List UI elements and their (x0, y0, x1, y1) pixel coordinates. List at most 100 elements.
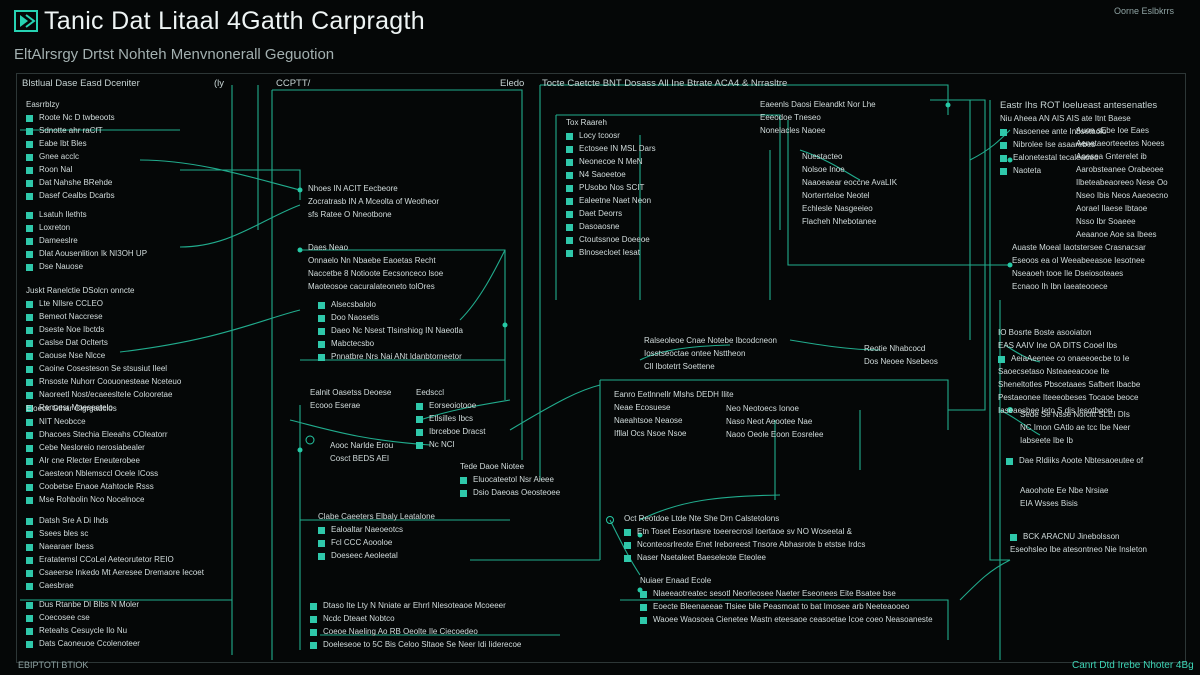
checkbox-icon[interactable] (416, 428, 423, 436)
list-item[interactable]: Csaeerse Inkedo Mt Aeresee Dremaore Ieco… (26, 568, 204, 578)
node-row[interactable]: Etn Toset Eesortasre toeerecrosl Ioertao… (624, 527, 865, 537)
checkbox-icon[interactable] (318, 327, 325, 335)
checkbox-icon[interactable] (26, 640, 33, 648)
list-item[interactable]: Dameeslre (26, 236, 147, 246)
checkbox-icon[interactable] (1006, 457, 1013, 465)
checkbox-icon[interactable] (640, 590, 647, 598)
checkbox-icon[interactable] (460, 489, 467, 497)
node-row[interactable]: Eluocateetol Nsr Aieee (460, 475, 560, 485)
list-item[interactable]: Dae Rldiiks Aoote Nbtesaoeutee of (1006, 456, 1143, 466)
checkbox-icon[interactable] (318, 526, 325, 534)
list-item[interactable]: Naearaer Ibess (26, 542, 204, 552)
node-row[interactable]: Daeo Nc Nsest Tlsinshiog IN Naeotla (318, 326, 463, 336)
checkbox-icon[interactable] (26, 444, 33, 452)
list-item[interactable]: Nibrolee Ise asaarebes (1000, 140, 1131, 150)
checkbox-icon[interactable] (640, 616, 647, 624)
checkbox-icon[interactable] (26, 166, 33, 174)
checkbox-icon[interactable] (1000, 141, 1007, 149)
checkbox-icon[interactable] (566, 236, 573, 244)
node-row[interactable]: Etlsilles Ibcs (416, 414, 485, 424)
checkbox-icon[interactable] (624, 528, 631, 536)
node-row[interactable]: Alsecsbalolo (318, 300, 463, 310)
checkbox-icon[interactable] (26, 614, 33, 622)
list-item[interactable]: Bemeot Naccrese (26, 312, 181, 322)
node-row[interactable]: Ealeetne Naet Neon (566, 196, 656, 206)
list-item[interactable]: Dse Nauose (26, 262, 147, 272)
checkbox-icon[interactable] (416, 402, 423, 410)
list-item[interactable]: Sdnotte ahr raCfT (26, 126, 115, 136)
list-item[interactable]: Eabe Ibt Bles (26, 139, 115, 149)
checkbox-icon[interactable] (26, 237, 33, 245)
list-item[interactable]: Lsatuh Ilethts (26, 210, 147, 220)
list-item[interactable]: Dseste Noe Ibctds (26, 325, 181, 335)
checkbox-icon[interactable] (26, 582, 33, 590)
checkbox-icon[interactable] (26, 250, 33, 258)
node-row[interactable]: Pnnatbre Nrs Nai ANt Idanbtorneetor (318, 352, 463, 362)
list-item[interactable]: AIr cne Rlecter Eneuterobee (26, 456, 168, 466)
checkbox-icon[interactable] (26, 470, 33, 478)
checkbox-icon[interactable] (26, 352, 33, 360)
list-item[interactable]: Caesteon Nblemsccl Ocele ICoss (26, 469, 168, 479)
checkbox-icon[interactable] (318, 552, 325, 560)
checkbox-icon[interactable] (566, 184, 573, 192)
list-item[interactable]: Loxreton (26, 223, 147, 233)
list-item[interactable]: Cebe Nesloreio nerosiabealer (26, 443, 168, 453)
node-row[interactable]: Dasoaosne (566, 222, 656, 232)
list-item[interactable]: Renuesr Moeseatelo (26, 403, 181, 413)
list-item[interactable]: BCK ARACNU Jinebolsson (1010, 532, 1147, 542)
checkbox-icon[interactable] (26, 601, 33, 609)
checkbox-icon[interactable] (26, 378, 33, 386)
checkbox-icon[interactable] (26, 431, 33, 439)
checkbox-icon[interactable] (566, 132, 573, 140)
node-row[interactable]: Mabctecsbo (318, 339, 463, 349)
node-row[interactable]: Ibrceboe Dracst (416, 427, 485, 437)
list-item[interactable]: Dat Nahshe BRehde (26, 178, 115, 188)
node-row[interactable]: Daet Deorrs (566, 209, 656, 219)
list-item[interactable]: NIT Neobcce (26, 417, 168, 427)
list-item[interactable]: Rnsoste Nuhorr Coouonesteae Nceteuo (26, 377, 181, 387)
checkbox-icon[interactable] (26, 153, 33, 161)
node-row[interactable]: Doeleseoe to 5C Bis Celoo Sltaoe Se Neer… (310, 640, 521, 650)
checkbox-icon[interactable] (26, 127, 33, 135)
list-item[interactable]: AeiaAeenee co onaeeoecbe to Ie (998, 354, 1140, 364)
checkbox-icon[interactable] (26, 179, 33, 187)
checkbox-icon[interactable] (318, 353, 325, 361)
checkbox-icon[interactable] (566, 210, 573, 218)
list-item[interactable]: Naoteta (1000, 166, 1131, 176)
checkbox-icon[interactable] (26, 140, 33, 148)
list-item[interactable]: Caslse Dat Oclterts (26, 338, 181, 348)
checkbox-icon[interactable] (26, 530, 33, 538)
node-row[interactable]: Eorseoiotooe (416, 401, 485, 411)
checkbox-icon[interactable] (1000, 154, 1007, 162)
checkbox-icon[interactable] (310, 641, 317, 649)
node-row[interactable]: Ealoaltar Naeoeotcs (318, 525, 435, 535)
checkbox-icon[interactable] (318, 340, 325, 348)
node-row[interactable]: N4 Saoeetoe (566, 170, 656, 180)
list-item[interactable]: Dlat Aousenlition Ik NI3OH UP (26, 249, 147, 259)
checkbox-icon[interactable] (1010, 533, 1017, 541)
checkbox-icon[interactable] (26, 483, 33, 491)
checkbox-icon[interactable] (26, 569, 33, 577)
checkbox-icon[interactable] (624, 554, 631, 562)
checkbox-icon[interactable] (26, 391, 33, 399)
checkbox-icon[interactable] (26, 114, 33, 122)
checkbox-icon[interactable] (318, 301, 325, 309)
list-item[interactable]: Reteahs Cesuycle Ilo Nu (26, 626, 140, 636)
checkbox-icon[interactable] (26, 224, 33, 232)
checkbox-icon[interactable] (416, 415, 423, 423)
node-row[interactable]: Neonecoe N MeN (566, 157, 656, 167)
checkbox-icon[interactable] (26, 496, 33, 504)
checkbox-icon[interactable] (310, 615, 317, 623)
checkbox-icon[interactable] (640, 603, 647, 611)
checkbox-icon[interactable] (566, 145, 573, 153)
checkbox-icon[interactable] (26, 192, 33, 200)
checkbox-icon[interactable] (26, 211, 33, 219)
node-row[interactable]: PUsobo Nos SCIT (566, 183, 656, 193)
list-item[interactable]: Caouse Nse Nlcce (26, 351, 181, 361)
list-item[interactable]: Dats Caoneuoe Ccolenoteer (26, 639, 140, 649)
checkbox-icon[interactable] (566, 171, 573, 179)
list-item[interactable]: Dasef Cealbs Dcarbs (26, 191, 115, 201)
checkbox-icon[interactable] (310, 602, 317, 610)
node-row[interactable]: Waoee Waosoea Cienetee Mastn eteesaoe ce… (640, 615, 933, 625)
list-item[interactable]: Ealonetestal tecaleaoeo (1000, 153, 1131, 163)
